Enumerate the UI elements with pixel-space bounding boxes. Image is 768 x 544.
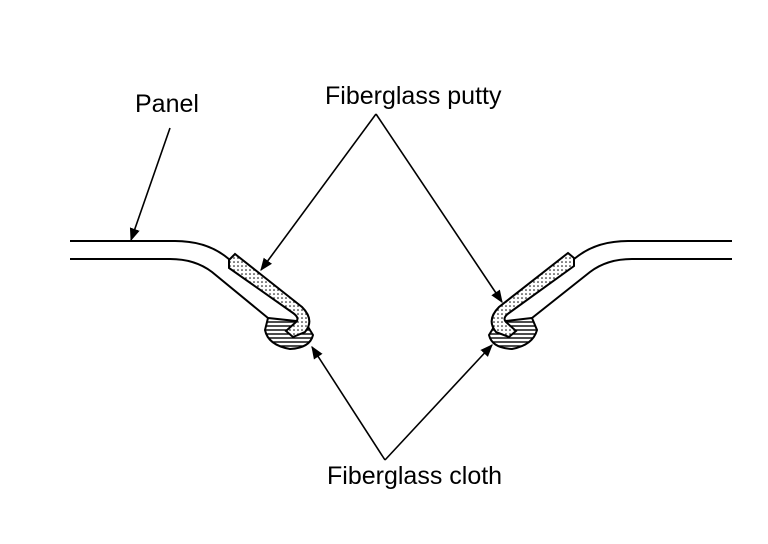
right-fiberglass-putty <box>490 251 575 339</box>
left-fiberglass-putty <box>228 252 311 339</box>
right-panel <box>499 240 732 319</box>
cloth-arrow-left <box>311 345 386 461</box>
panel-label: Panel <box>135 90 199 118</box>
putty-arrow-right <box>375 113 503 304</box>
fiberglass-cloth-label: Fiberglass cloth <box>327 462 503 490</box>
putty-arrow-left <box>260 113 377 272</box>
left-panel <box>70 240 301 319</box>
leader-lines <box>129 113 503 461</box>
right-repair <box>487 251 575 351</box>
left-repair <box>228 252 315 351</box>
panel-arrow <box>129 127 171 242</box>
cloth-arrow-right <box>384 344 493 461</box>
fiberglass-putty-label: Fiberglass putty <box>325 82 502 110</box>
